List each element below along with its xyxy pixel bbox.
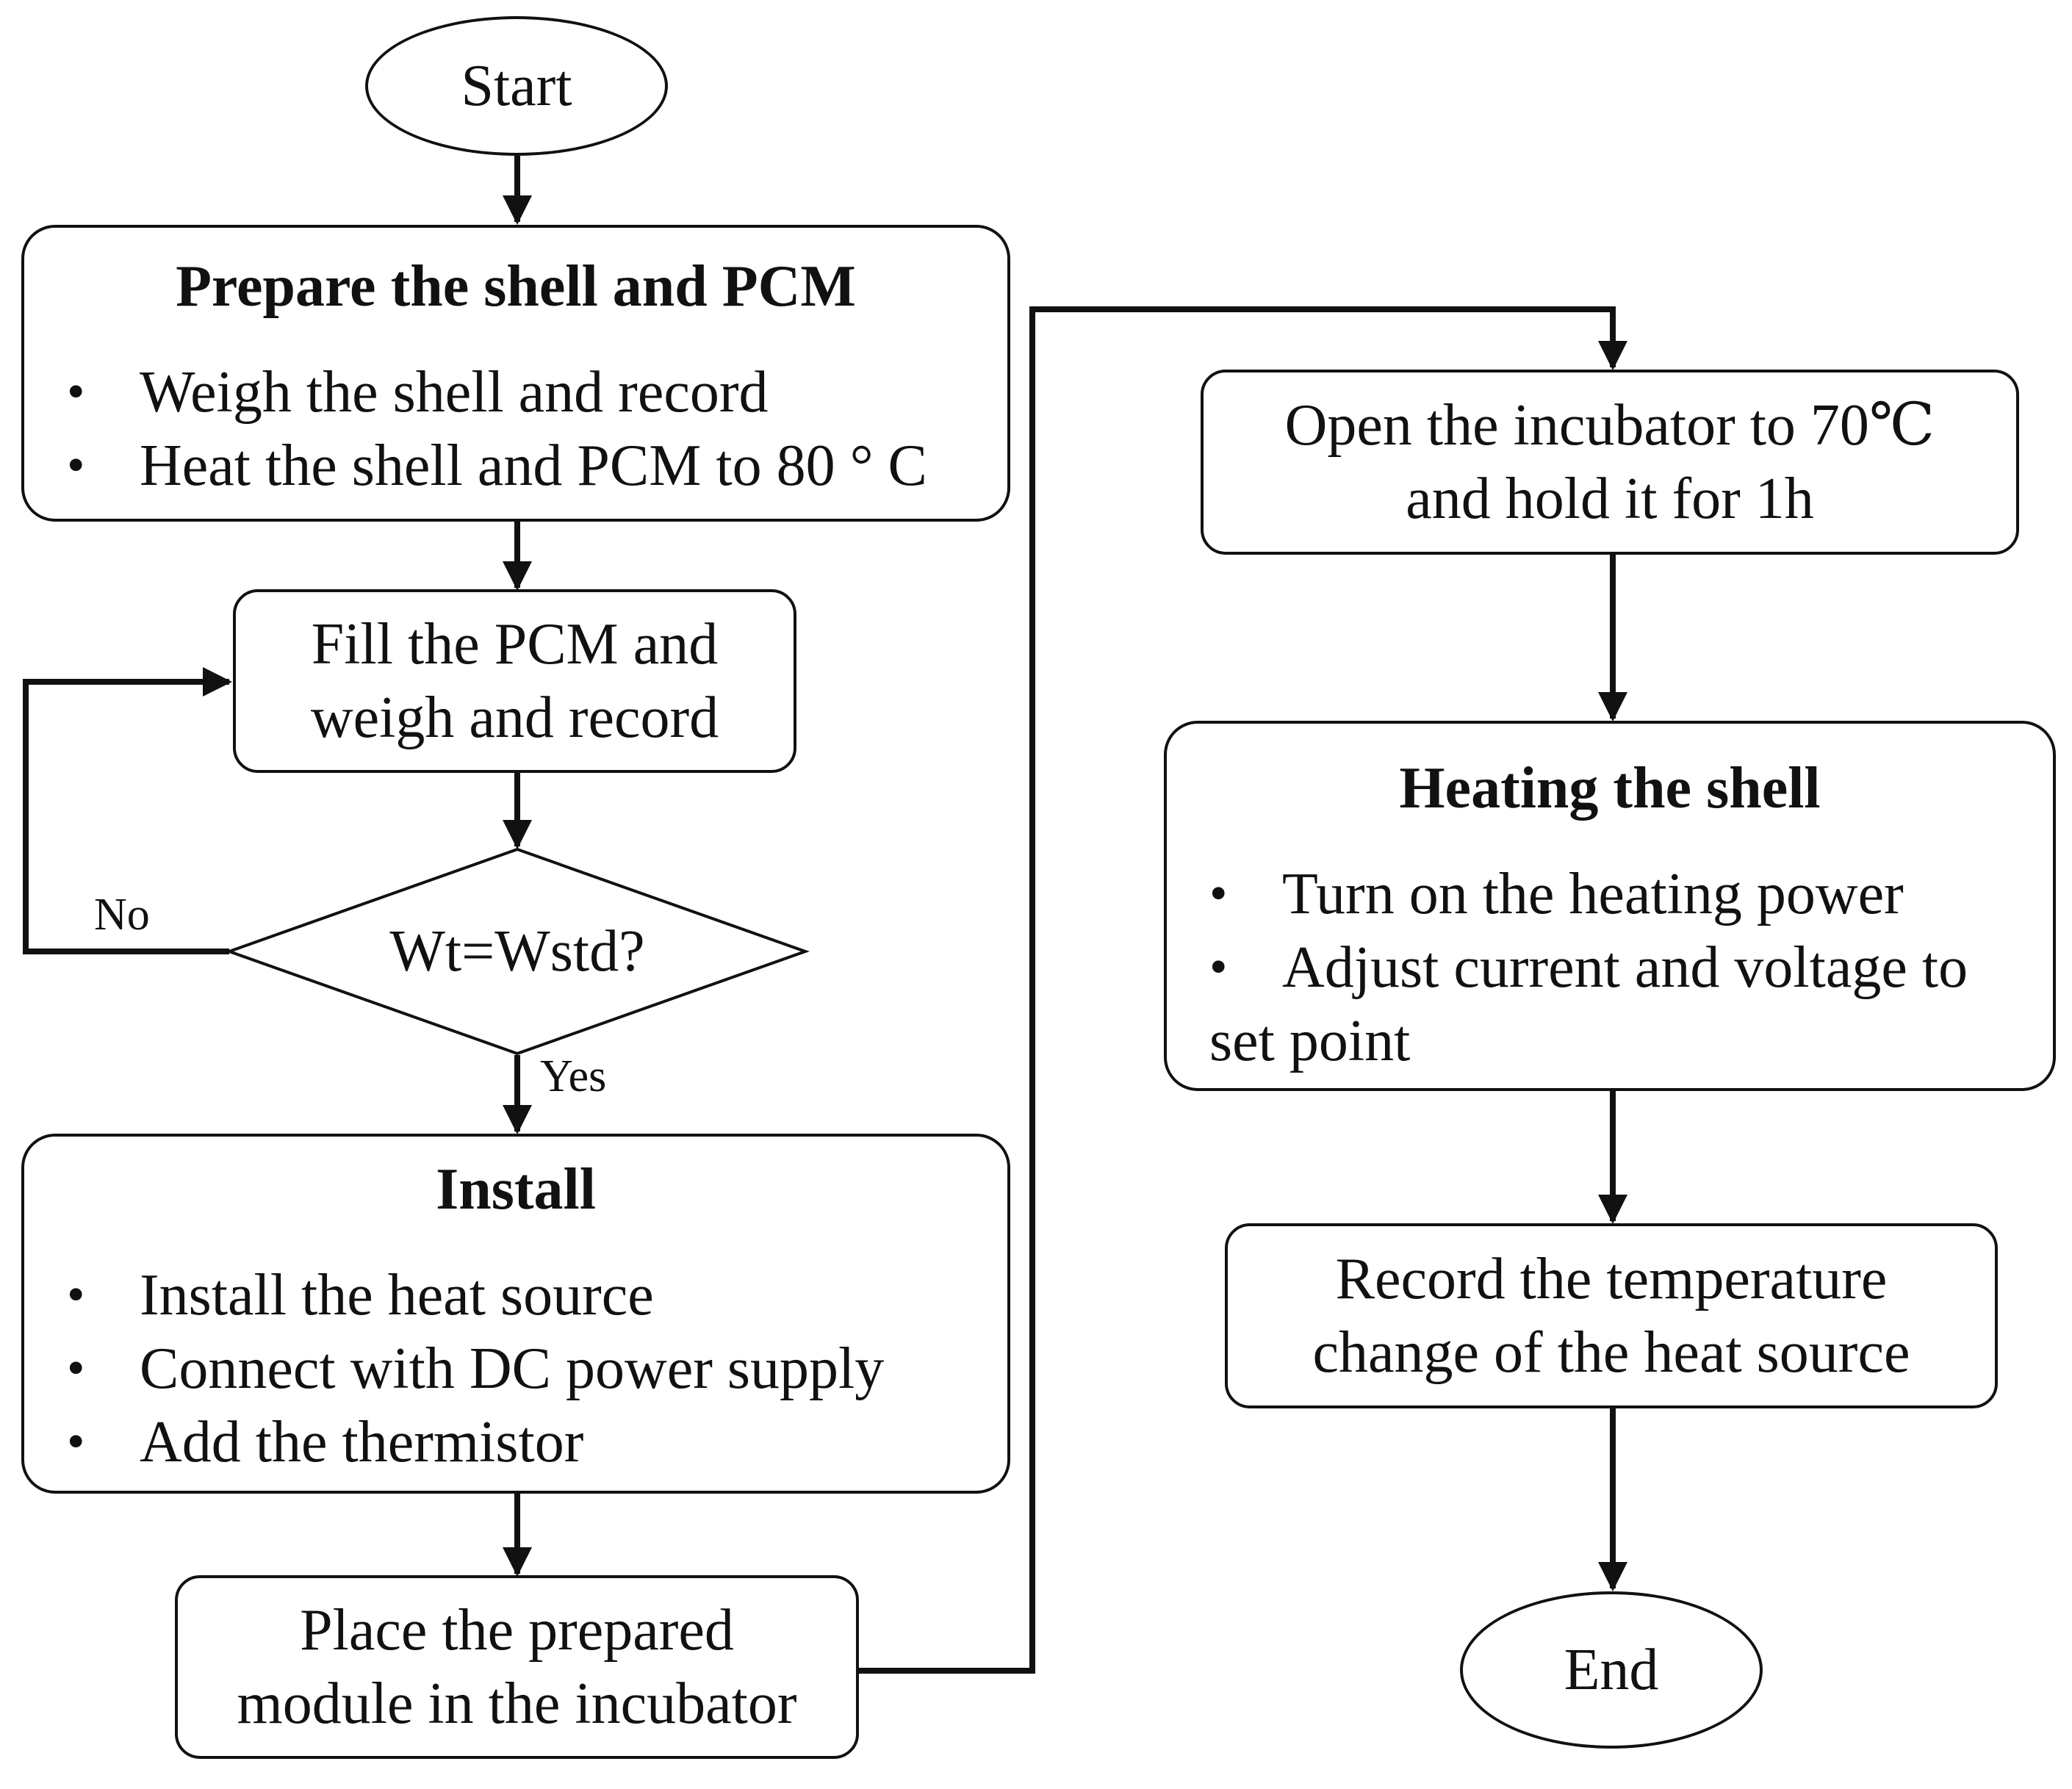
prepare-item: Weigh the shell and record (24, 356, 1007, 429)
fill-line: weigh and record (310, 685, 719, 750)
install-item: Connect with DC power supply (24, 1332, 1007, 1405)
heating-title: Heating the shell (1399, 756, 1821, 821)
end-terminal: End (1460, 1591, 1763, 1749)
arrow-decision-no-loop (23, 667, 232, 954)
install-list: Install the heat source Connect with DC … (24, 1259, 1007, 1479)
arrow-place-to-incubator (859, 306, 1627, 1674)
place-step-box: Place the prepared module in the incubat… (175, 1575, 859, 1759)
prepare-title: Prepare the shell and PCM (176, 254, 856, 319)
install-item: Install the heat source (24, 1259, 1007, 1332)
place-line: Place the prepared (300, 1598, 734, 1663)
heating-list: Turn on the heating power Adjust current… (1167, 857, 2053, 1004)
start-label: Start (461, 54, 572, 118)
yes-branch-label: Yes (540, 1051, 607, 1101)
install-item: Add the thermistor (24, 1405, 1007, 1479)
no-branch-label: No (94, 890, 150, 940)
incubator-line: Open the incubator to 70℃ (1284, 393, 1935, 458)
install-title: Install (436, 1157, 596, 1222)
heating-item: Turn on the heating power (1167, 857, 2053, 931)
incubator-line: and hold it for 1h (1406, 467, 1814, 531)
install-step-box: Install Install the heat source Connect … (21, 1134, 1010, 1494)
prepare-item: Heat the shell and PCM to 80 ° C (24, 429, 1007, 503)
heating-item-continuation: set point (1209, 1009, 1411, 1073)
fill-line: Fill the PCM and (311, 612, 719, 677)
fill-step-box: Fill the PCM and weigh and record (233, 589, 796, 773)
record-step-box: Record the temperature change of the hea… (1225, 1223, 1998, 1408)
decision-text: Wt=Wstd? (389, 919, 645, 984)
prepare-list: Weigh the shell and record Heat the shel… (24, 356, 1007, 503)
heating-step-box: Heating the shell Turn on the heating po… (1164, 721, 2056, 1091)
place-line: module in the incubator (237, 1671, 797, 1736)
decision-diamond (225, 847, 810, 1056)
heating-item: Adjust current and voltage to (1167, 931, 2053, 1004)
record-line: change of the heat source (1312, 1320, 1910, 1385)
record-line: Record the temperature (1335, 1247, 1888, 1311)
start-terminal: Start (365, 16, 668, 156)
end-label: End (1564, 1638, 1659, 1702)
prepare-step-box: Prepare the shell and PCM Weigh the shel… (21, 225, 1010, 522)
incubator-step-box: Open the incubator to 70℃ and hold it fo… (1201, 370, 2019, 555)
